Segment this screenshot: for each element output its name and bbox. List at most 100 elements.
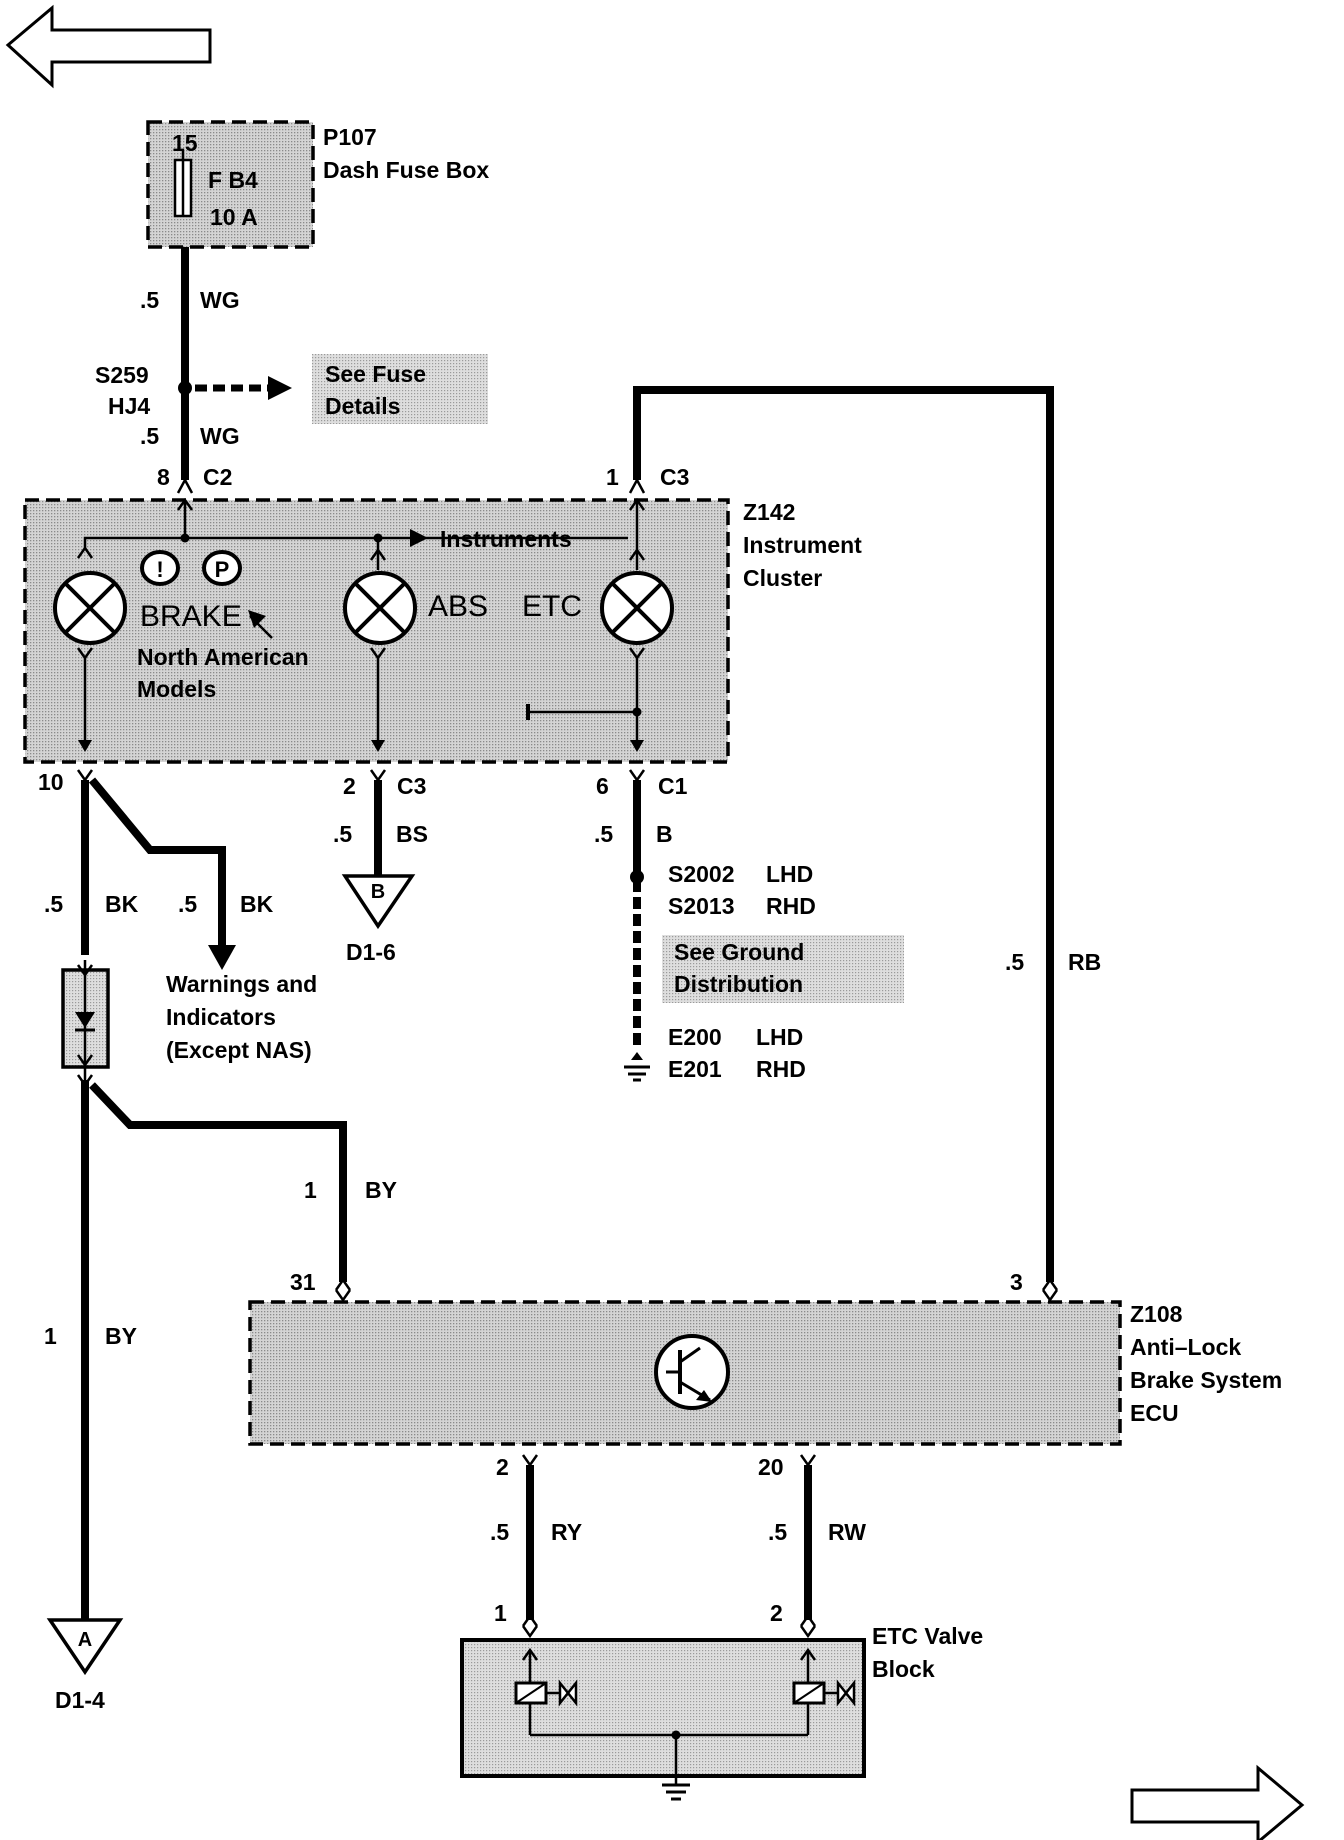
ecu-pin31: 31: [290, 1269, 316, 1295]
wire-size-label: .5: [140, 423, 159, 449]
wire-size-label: .5: [44, 891, 63, 917]
parking-brake-icon: P: [202, 550, 242, 586]
chassis-ground-icon: [662, 1783, 690, 1801]
ecu-name1: Anti–Lock: [1130, 1334, 1241, 1360]
valve-name1: ETC Valve: [872, 1623, 983, 1649]
splice-s1: S2002: [668, 861, 735, 887]
wire-color-label: RY: [551, 1519, 582, 1545]
warnings-line1: Warnings and: [166, 971, 317, 997]
wire-color-label: BK: [105, 891, 139, 917]
ecu-pin2: 2: [496, 1454, 509, 1480]
fuse-box-name: Dash Fuse Box: [323, 157, 489, 183]
c3-top-pin: 1: [606, 464, 619, 490]
ecu-name3: ECU: [1130, 1400, 1179, 1426]
abs-lamp-icon: [343, 571, 417, 645]
cluster-name1: Instrument: [743, 532, 862, 558]
svg-text:B: B: [371, 881, 385, 903]
valve-pin2: 2: [770, 1600, 783, 1626]
splice-s2002: [630, 870, 644, 884]
splice-s2-side: RHD: [766, 893, 816, 919]
wire-by-ecu: [89, 1082, 347, 1282]
instrument-cluster: ! P BRAKE ABS ETC Instruments North Amer…: [23, 477, 730, 764]
fuse-note-line1[interactable]: See Fuse: [325, 361, 426, 387]
ecu-id: Z108: [1130, 1301, 1183, 1327]
wire-size-label: 1: [44, 1323, 57, 1349]
wire-size-label: 1: [304, 1177, 317, 1203]
na-models-line1: North American: [137, 644, 309, 670]
valve-name2: Block: [872, 1656, 935, 1682]
ground-note-line1[interactable]: See Ground: [674, 939, 804, 965]
arrow-right-icon[interactable]: [1130, 1764, 1305, 1840]
ground-a-ref: D1-4: [55, 1687, 105, 1713]
c1-connector: C1: [658, 773, 688, 799]
ground-e1-side: LHD: [756, 1024, 803, 1050]
wire-bk-branch: [88, 777, 226, 955]
svg-text:A: A: [78, 1629, 92, 1651]
fuse-box: 15 F B4 10 A: [146, 120, 315, 249]
abs-ecu: [248, 1277, 1122, 1446]
arrow-left-icon[interactable]: [5, 4, 212, 89]
fuse-number: F B4: [208, 167, 258, 193]
wire-color-label: B: [656, 821, 673, 847]
splice-code: HJ4: [108, 393, 150, 419]
warning-exclamation-icon: !: [140, 550, 180, 586]
cluster-name2: Cluster: [743, 565, 822, 591]
valve-pin1: 1: [494, 1600, 507, 1626]
arrow-down-icon: [208, 945, 236, 970]
instruments-label: Instruments: [440, 526, 572, 552]
c2-pin: 8: [157, 464, 170, 490]
ground-note-line2[interactable]: Distribution: [674, 971, 803, 997]
warnings-line2: Indicators: [166, 1004, 276, 1030]
svg-text:!: !: [156, 557, 163, 582]
cluster-id: Z142: [743, 499, 795, 525]
solenoid-valve-icon: [514, 1679, 578, 1707]
etc-valve-block: [460, 1613, 866, 1801]
wire-size-label: .5: [140, 287, 159, 313]
wire-color-label: RB: [1068, 949, 1101, 975]
wire-size-label: .5: [178, 891, 197, 917]
wire-color-label: BS: [396, 821, 428, 847]
brake-label: BRAKE: [140, 600, 242, 633]
wire-color-label: WG: [200, 423, 240, 449]
chassis-ground-icon: [624, 1052, 650, 1082]
etc-lamp-icon: [600, 571, 674, 645]
wire-color-label: BY: [105, 1323, 137, 1349]
pin-10: 10: [38, 769, 64, 795]
ground-b-ref: D1-6: [346, 939, 396, 965]
c3-top-connector: C3: [660, 464, 689, 490]
ground-b-icon: B: [341, 874, 416, 930]
ground-e1: E200: [668, 1024, 722, 1050]
c3-bottom-connector: C3: [397, 773, 426, 799]
wire-color-label: BK: [240, 891, 274, 917]
diode-icon: [61, 960, 110, 1080]
wire-size-label: .5: [490, 1519, 509, 1545]
etc-label: ETC: [522, 590, 582, 623]
ecu-pin20: 20: [758, 1454, 784, 1480]
wire-size-label: .5: [1005, 949, 1024, 975]
wire-color-label: RW: [828, 1519, 866, 1545]
splice-s1-side: LHD: [766, 861, 813, 887]
splice-s259: [178, 381, 192, 395]
wire-size-label: .5: [594, 821, 613, 847]
ecu-name2: Brake System: [1130, 1367, 1282, 1393]
warnings-line3: (Except NAS): [166, 1037, 312, 1063]
arrow-right-small-icon: [268, 376, 292, 400]
brake-lamp-icon: [53, 571, 127, 645]
splice-id: S259: [95, 362, 149, 388]
wire-rb: [633, 386, 1054, 1282]
fuse-note-line2[interactable]: Details: [325, 393, 400, 419]
splice-s2: S2013: [668, 893, 735, 919]
c1-pin: 6: [596, 773, 609, 799]
ecu-pin3: 3: [1010, 1269, 1023, 1295]
c3-bottom-pin: 2: [343, 773, 356, 799]
ground-a-icon: A: [46, 1618, 124, 1676]
ground-note-box: [662, 935, 904, 1003]
fuse-note-box: [312, 354, 488, 424]
svg-text:P: P: [215, 557, 230, 582]
fuse-box-id: P107: [323, 124, 377, 150]
wire-size-label: .5: [333, 821, 352, 847]
wire-size-label: .5: [768, 1519, 787, 1545]
fuse-rating: 10 A: [210, 204, 258, 230]
wire-color-label: WG: [200, 287, 240, 313]
